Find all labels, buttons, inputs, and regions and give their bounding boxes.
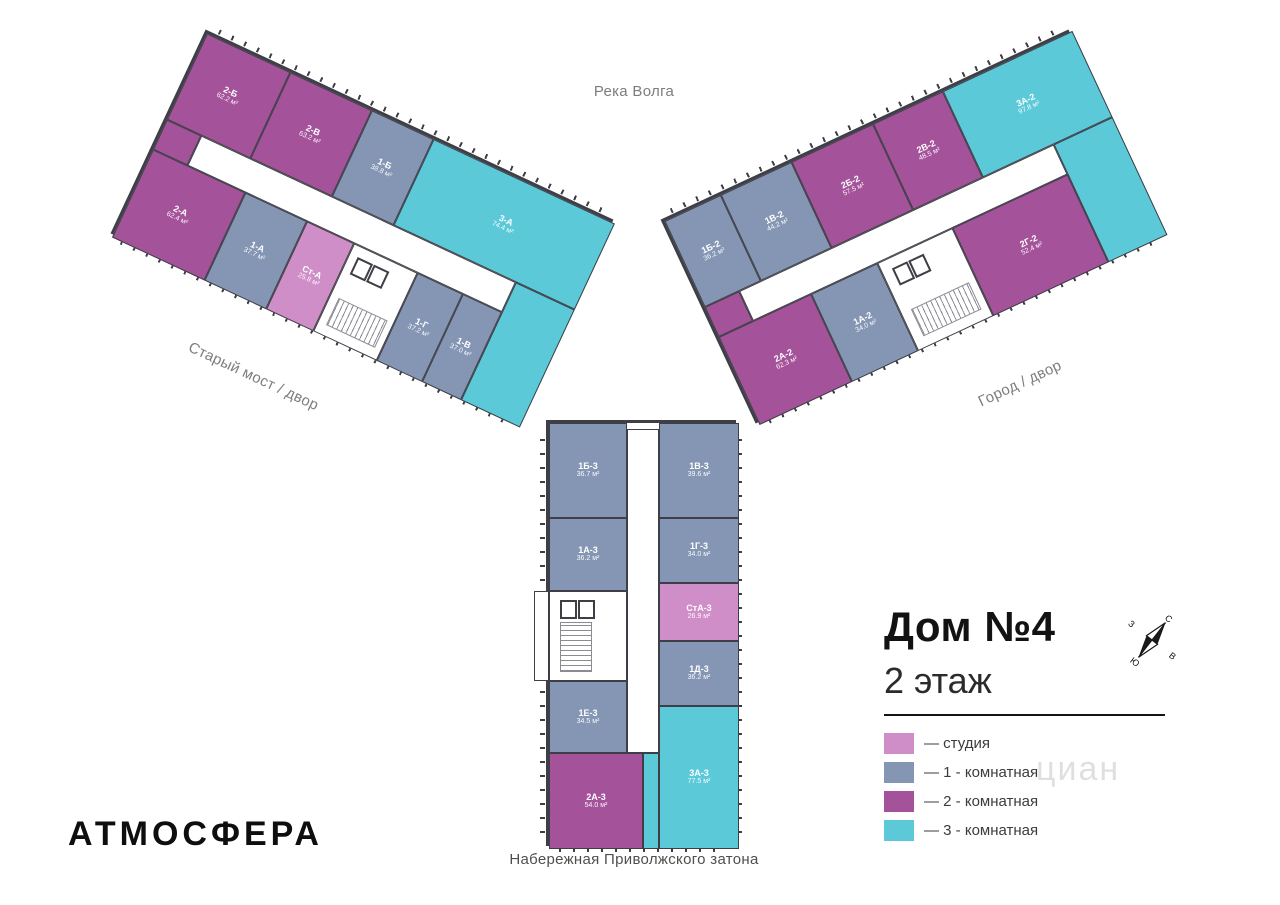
apartment-1d-3[interactable]: 1Д-3 36.2 м² xyxy=(659,641,739,706)
street-label-river: Река Волга xyxy=(593,83,675,100)
legend-item-2room: — 2 - комнатная xyxy=(884,791,1038,812)
street-label-right: Город / двор xyxy=(975,356,1065,411)
floor-title: 2 этаж xyxy=(884,660,992,701)
compass-north-label: С xyxy=(1163,613,1175,625)
apartment-1v-3[interactable]: 1В-3 39.6 м² xyxy=(659,423,739,518)
stair-elevator-core xyxy=(549,591,627,681)
apartment-3a-3-extension xyxy=(643,753,659,849)
apartment-3a-3[interactable]: 3А-3 77.5 м² xyxy=(659,706,739,849)
legend-label-studio: — студия xyxy=(924,735,990,752)
entrance-annex xyxy=(534,591,549,681)
street-label-left: Старый мост / двор xyxy=(185,338,322,415)
apartment-area-label: 36.7 м² xyxy=(576,471,600,479)
stairs xyxy=(325,297,388,348)
apartment-area-label: 34.5 м² xyxy=(576,717,600,725)
wing-bottom-building: 1Б-3 36.7 м² 1В-3 39.6 м² 1А-3 36.2 м² 1… xyxy=(534,420,742,852)
compass-icon: С В Ю З xyxy=(1126,613,1178,669)
divider-line xyxy=(884,714,1165,716)
legend-swatch-3room xyxy=(884,820,914,841)
apartment-id-label: 1Г-3 xyxy=(689,541,709,552)
house-title: Дом №4 xyxy=(884,603,1056,650)
legend-label-3room: — 3 - комнатная xyxy=(924,822,1039,839)
apartment-area-label: 26.9 м² xyxy=(687,612,711,620)
wing-right-building: 1Б-2 36.2 м² 1В-2 44.2 м² 2Б-2 57.5 м² 2… xyxy=(660,26,1168,425)
street-label-embankment: Набережная Приволжского затона xyxy=(509,851,759,868)
corridor xyxy=(627,429,659,753)
stairs xyxy=(560,622,592,672)
apartment-sta-3[interactable]: СтА-3 26.9 м² xyxy=(659,583,739,641)
legend-label-2room: — 2 - комнатная xyxy=(924,793,1039,810)
apartment-area-label: 36.2 м² xyxy=(576,555,600,563)
apartment-1g-3[interactable]: 1Г-3 34.0 м² xyxy=(659,518,739,583)
apartment-area-label: 36.2 м² xyxy=(687,674,711,682)
legend-swatch-1room xyxy=(884,762,914,783)
apartment-id-label: 1А-3 xyxy=(578,545,598,556)
elevator xyxy=(560,600,577,619)
apartment-id-label: 3А-3 xyxy=(689,768,709,779)
apartment-id-label: 1Е-3 xyxy=(578,707,598,718)
legend: — студия — 1 - комнатная — 2 - комнатная… xyxy=(884,733,1038,849)
legend-label-1room: — 1 - комнатная xyxy=(924,764,1039,781)
apartment-1a-3[interactable]: 1А-3 36.2 м² xyxy=(549,518,627,591)
legend-item-studio: — студия xyxy=(884,733,1038,754)
apartment-1b-3[interactable]: 1Б-3 36.7 м² xyxy=(549,423,627,518)
apartment-area-label: 39.6 м² xyxy=(687,471,711,479)
legend-swatch-2room xyxy=(884,791,914,812)
apartment-id-label: 1В-3 xyxy=(689,461,709,472)
window-ticks xyxy=(737,433,742,833)
elevator xyxy=(578,600,595,619)
apartment-id-label: 2А-3 xyxy=(586,791,606,802)
apartment-id-label: 1Д-3 xyxy=(689,664,709,675)
watermark: циан xyxy=(1036,750,1121,788)
brand-logo: АТМОСФЕРА xyxy=(68,815,323,853)
window-ticks xyxy=(559,847,723,852)
legend-item-3room: — 3 - комнатная xyxy=(884,820,1038,841)
compass-east-label: В xyxy=(1167,650,1178,662)
apartment-area-label: 34.0 м² xyxy=(687,551,711,559)
legend-item-1room: — 1 - комнатная xyxy=(884,762,1038,783)
apartment-area-label: 77.5 м² xyxy=(687,778,711,786)
apartment-id-label: СтА-3 xyxy=(686,602,712,613)
apartment-1e-3[interactable]: 1Е-3 34.5 м² xyxy=(549,681,627,753)
apartment-2a-3[interactable]: 2А-3 54.0 м² xyxy=(549,753,643,849)
apartment-id-label: 1Б-3 xyxy=(578,461,598,472)
compass-west-label: З xyxy=(1126,618,1136,629)
apartment-area-label: 54.0 м² xyxy=(584,801,608,809)
legend-swatch-studio xyxy=(884,733,914,754)
